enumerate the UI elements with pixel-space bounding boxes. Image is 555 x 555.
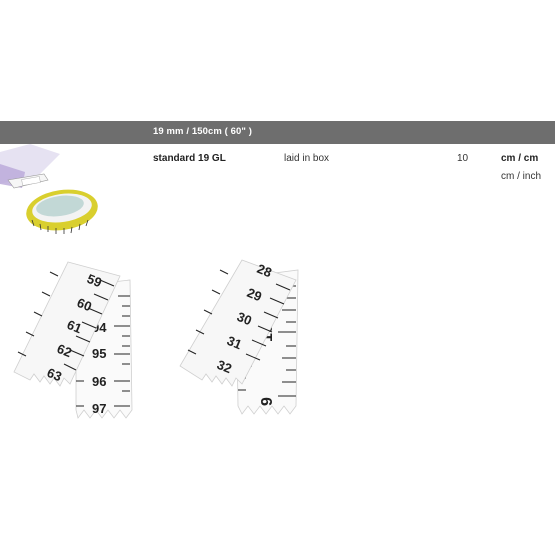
quantity-value: 10	[457, 153, 469, 164]
tape-number: 60	[75, 295, 94, 314]
tape-number: 61	[65, 317, 84, 336]
tape-number: 28	[255, 261, 274, 280]
tape-cm-cm-image: 94 95 96 97 59 60 61 62 63	[13, 261, 133, 419]
tape-number: 32	[215, 357, 234, 376]
tape-number: 30	[235, 309, 254, 328]
unit-primary: cm / cm	[501, 153, 539, 164]
tape-number: 96	[92, 374, 106, 389]
tape-number: 63	[45, 365, 64, 384]
product-name: standard 19 GL	[153, 153, 226, 164]
unit-secondary: cm / inch	[501, 171, 542, 182]
packaging-label: laid in box	[284, 153, 330, 164]
spec-header-text: 19 mm / 150cm ( 60" )	[153, 126, 253, 137]
tape-number: 29	[245, 285, 264, 304]
tape-number: 9	[259, 397, 276, 406]
tape-number: 95	[92, 346, 106, 361]
tape-number: 62	[55, 341, 74, 360]
tape-number: 59	[85, 271, 104, 290]
spec-header-bar: 19 mm / 150cm ( 60" )	[0, 121, 555, 144]
rolled-tape-image	[0, 144, 100, 244]
tape-number: 97	[92, 401, 106, 416]
tape-cm-inch-image: 10 9 28 29 30 31 32	[179, 259, 299, 415]
tape-number: 31	[225, 333, 244, 352]
